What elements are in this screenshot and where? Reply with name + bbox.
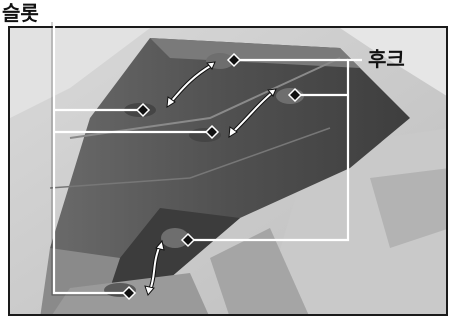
curved-double-arrow-icon — [145, 62, 276, 295]
slot-label: 슬롯 — [2, 3, 39, 23]
slot-leader-lines — [54, 22, 210, 293]
slot-leader-outline — [52, 22, 128, 295]
hook-label: 후크 — [368, 49, 405, 69]
hook-leader-lines — [188, 60, 362, 240]
